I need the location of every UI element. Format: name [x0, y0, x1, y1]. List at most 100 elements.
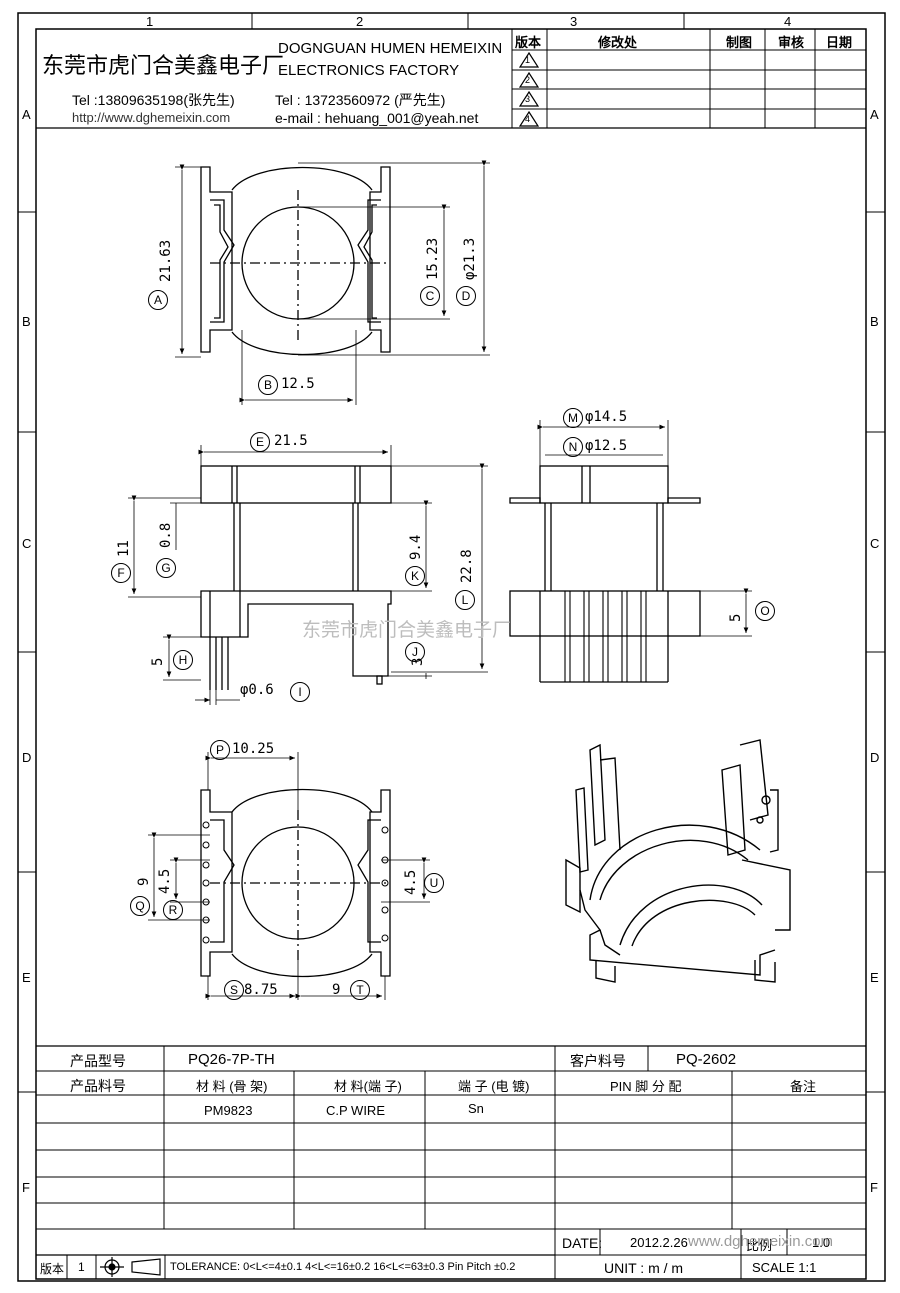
model-label: 产品型号: [70, 1053, 126, 1069]
top-view: [200, 166, 391, 356]
grid-row-b-left: B: [22, 314, 31, 329]
material-pin-value: C.P WIRE: [326, 1103, 385, 1118]
dim-value-r: 4.5: [157, 868, 173, 894]
rev-header-change: 修改处: [598, 35, 638, 50]
spec-table-lines: [36, 1045, 866, 1279]
grid-row-d-right: D: [870, 750, 880, 765]
dim-bubble-i: I: [290, 682, 310, 702]
company-email[interactable]: e-mail : hehuang_001@yeah.net: [275, 110, 479, 126]
date-value: 2012.2.26: [630, 1235, 688, 1250]
front-view: [200, 465, 392, 690]
dim-value-f: 11: [116, 540, 132, 557]
col-plating: 端 子 (电 镀): [458, 1079, 530, 1094]
dim-value-g: 0.8: [158, 522, 174, 548]
part-label: 产品料号: [70, 1078, 126, 1094]
dim-value-l: 22.8: [459, 549, 475, 583]
projection-symbol: [100, 1257, 161, 1277]
dim-bubble-f: F: [111, 563, 131, 583]
dim-bubble-h: H: [173, 650, 193, 670]
dim-bubble-k: K: [405, 566, 425, 586]
grid-row-b-right: B: [870, 314, 879, 329]
grid-row-d-left: D: [22, 750, 32, 765]
dim-value-s: 8.75: [244, 982, 278, 998]
grid-row-c-right: C: [870, 536, 880, 551]
customer-label: 客户料号: [570, 1053, 626, 1069]
dim-value-a: 21.63: [158, 239, 174, 282]
side-view: [509, 465, 701, 683]
tolerance-text: TOLERANCE: 0<L<=4±0.1 4<L<=16±0.2 16<L<=…: [170, 1261, 516, 1273]
dim-bubble-g: G: [156, 558, 176, 578]
bottom-view: [200, 788, 391, 978]
rev-header-drawn: 制图: [726, 35, 753, 50]
company-name-en-2: ELECTRONICS FACTORY: [278, 62, 460, 79]
dim-value-t: 9: [332, 982, 341, 998]
dim-bubble-l: L: [455, 590, 475, 610]
grid-col-4: 4: [784, 14, 792, 29]
rev-4: 4: [525, 114, 531, 124]
company-url[interactable]: http://www.dghemeixin.com: [72, 110, 231, 125]
dim-bubble-t: T: [350, 980, 370, 1000]
grid-row-f-right: F: [870, 1180, 878, 1195]
dim-value-j: 3: [410, 657, 426, 666]
col-material-pin: 材 料(端 子): [334, 1079, 402, 1094]
dim-bubble-n: N: [563, 437, 583, 457]
unit-text: UNIT : m / m: [604, 1260, 684, 1276]
dim-bubble-d: D: [456, 286, 476, 306]
scale-text: SCALE 1:1: [752, 1260, 817, 1275]
dim-bubble-e: E: [250, 432, 270, 452]
dim-value-e: 21.5: [274, 433, 308, 449]
ratio-value: 1.0: [812, 1235, 831, 1250]
grid-row-e-left: E: [22, 970, 31, 985]
dim-bubble-r: R: [163, 900, 183, 920]
dim-bubble-s: S: [224, 980, 244, 1000]
dim-value-m: φ14.5: [585, 409, 628, 425]
dim-value-c: 15.23: [425, 237, 441, 280]
rev-2: 2: [525, 75, 531, 85]
plating-value: Sn: [468, 1101, 484, 1116]
revision-triangles: [518, 51, 540, 127]
dim-bubble-j: J: [405, 642, 425, 662]
dim-value-o: 5: [728, 613, 744, 622]
grid-row-a-right: A: [870, 107, 879, 122]
dim-bubble-q: Q: [130, 896, 150, 916]
dim-value-n: φ12.5: [585, 438, 628, 454]
dim-value-q: 9: [136, 877, 152, 886]
ratio-label: 比例: [746, 1238, 773, 1253]
grid-row-c-left: C: [22, 536, 32, 551]
grid-col-2: 2: [356, 14, 364, 29]
dim-value-d: φ21.3: [462, 237, 478, 280]
grid-row-f-left: F: [22, 1180, 30, 1195]
rev-header-date: 日期: [826, 35, 853, 50]
grid-col-1: 1: [146, 14, 154, 29]
grid-row-e-right: E: [870, 970, 879, 985]
dim-bubble-p: P: [210, 740, 230, 760]
watermark-text: 东莞市虎门合美鑫电子厂: [302, 620, 512, 641]
version-value: 1: [78, 1260, 85, 1274]
company-name-en-1: DOGNGUAN HUMEN HEMEIXIN: [278, 40, 503, 57]
grid-col-3: 3: [570, 14, 578, 29]
customer-value: PQ-2602: [676, 1051, 737, 1068]
dim-value-i: φ0.6: [240, 682, 274, 698]
dim-bubble-m: M: [563, 408, 583, 428]
col-note: 备注: [790, 1079, 817, 1094]
dim-bubble-c: C: [420, 286, 440, 306]
dim-bubble-a: A: [148, 290, 168, 310]
date-label: DATE:: [562, 1235, 603, 1251]
inner-border: [35, 28, 867, 1280]
company-tel-1: Tel :13809635198(张先生): [72, 92, 235, 108]
dim-value-b: 12.5: [281, 376, 315, 392]
bottom-watermark: www.dghemeixin.com: [688, 1233, 834, 1250]
isometric-view: [565, 739, 791, 983]
rev-3: 3: [525, 94, 531, 104]
material-bobbin-value: PM9823: [204, 1103, 253, 1118]
dim-bubble-u: U: [424, 873, 444, 893]
dim-value-h: 5: [150, 657, 166, 666]
rev-header-version: 版本: [515, 35, 542, 50]
rev-1: 1: [525, 55, 531, 65]
version-label: 版本: [40, 1262, 65, 1276]
dim-value-u: 4.5: [403, 869, 419, 895]
dim-value-p: 10.25: [232, 741, 275, 757]
company-name-cn: 东莞市虎门合美鑫电子厂: [42, 53, 285, 78]
revision-table-lines: [511, 29, 866, 128]
